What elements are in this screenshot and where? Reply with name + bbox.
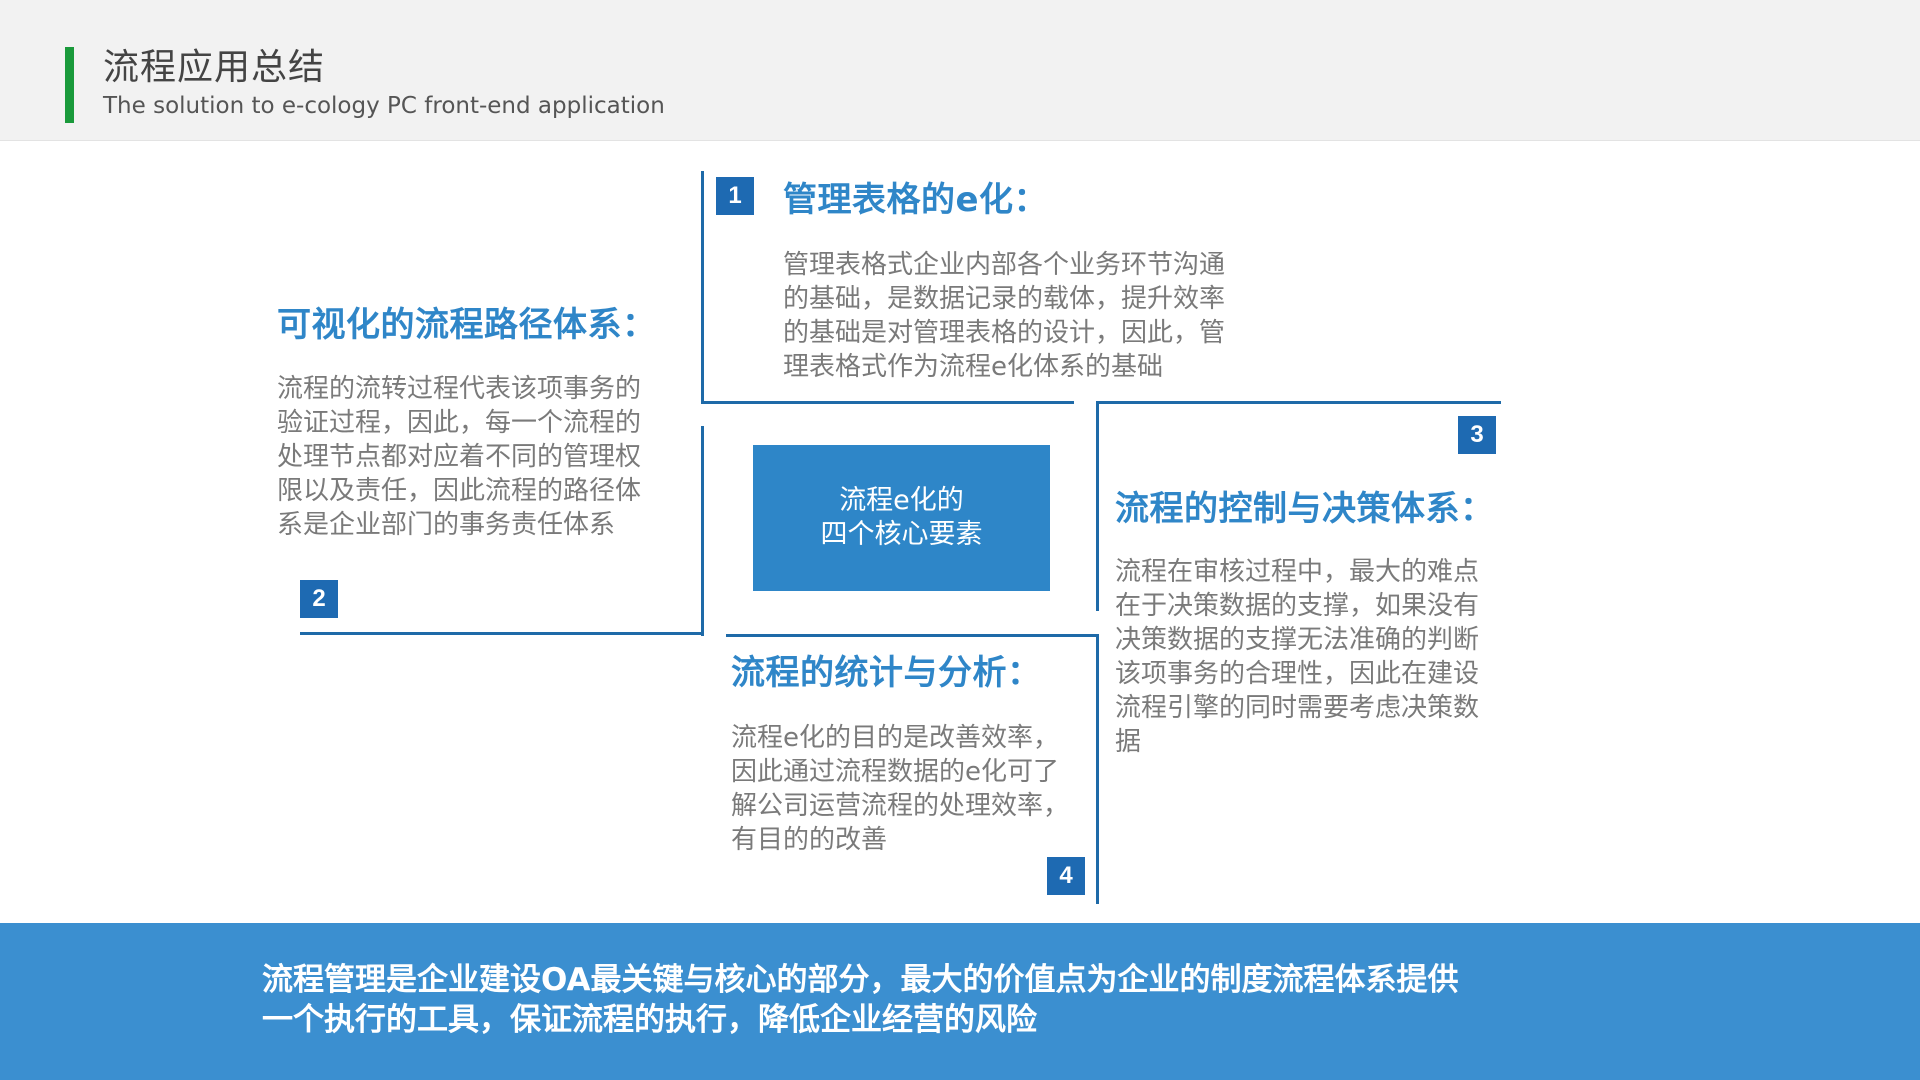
summary-line-2: 一个执行的工具，保证流程的执行，降低企业经营的风险 — [262, 1002, 1037, 1038]
divider-line-2-horizontal — [300, 632, 704, 635]
divider-line-2-vertical — [701, 426, 704, 636]
badge-3: 3 — [1458, 416, 1496, 454]
section-2-line: 处理节点都对应着不同的管理权 — [277, 442, 642, 472]
header-accent-bar — [65, 47, 74, 123]
section-2-line: 流程的流转过程代表该项事务的 — [277, 374, 642, 404]
section-3-body: 流程在审核过程中，最大的难点 在于决策数据的支撑，如果没有 决策数据的支撑无法准… — [1115, 555, 1479, 759]
badge-2: 2 — [300, 580, 338, 618]
header: 流程应用总结 The solution to e-cology PC front… — [0, 0, 1920, 141]
section-2-body: 流程的流转过程代表该项事务的 验证过程，因此，每一个流程的 处理节点都对应着不同… — [277, 372, 641, 542]
section-1-line: 的基础，是数据记录的载体，提升效率 — [783, 284, 1226, 314]
core-elements-box: 流程e化的 四个核心要素 — [753, 445, 1050, 591]
summary-banner: 流程管理是企业建设OA最关键与核心的部分，最大的价值点为企业的制度流程体系提供 … — [0, 923, 1920, 1080]
divider-line-3-vertical — [1096, 402, 1099, 611]
section-4-line: 流程e化的目的是改善效率， — [731, 723, 1059, 753]
section-2-line: 系是企业部门的事务责任体系 — [277, 510, 616, 540]
divider-line-4-vertical — [1096, 634, 1099, 904]
core-elements-line-2: 四个核心要素 — [820, 519, 983, 550]
divider-line-4-horizontal — [726, 634, 1099, 637]
divider-line-1-horizontal — [701, 401, 1074, 404]
section-4-line: 因此通过流程数据的e化可了 — [731, 757, 1059, 787]
page-title: 流程应用总结 — [103, 47, 326, 88]
section-2-title: 可视化的流程路径体系： — [277, 305, 657, 345]
section-1-title: 管理表格的e化： — [783, 180, 1049, 220]
core-elements-line-1: 流程e化的 — [839, 485, 964, 516]
section-2-line: 限以及责任，因此流程的路径体 — [277, 476, 642, 506]
section-3-line: 流程在审核过程中，最大的难点 — [1115, 557, 1480, 587]
section-4-body: 流程e化的目的是改善效率， 因此通过流程数据的e化可了 解公司运营流程的处理效率… — [731, 721, 1069, 857]
section-3-line: 据 — [1115, 727, 1142, 757]
section-1-body: 管理表格式企业内部各个业务环节沟通 的基础，是数据记录的载体，提升效率 的基础是… — [783, 248, 1225, 384]
section-4-title: 流程的统计与分析： — [731, 653, 1042, 693]
section-3-line: 决策数据的支撑无法准确的判断 — [1115, 625, 1480, 655]
summary-line-1: 流程管理是企业建设OA最关键与核心的部分，最大的价值点为企业的制度流程体系提供 — [262, 962, 1459, 998]
summary-text: 流程管理是企业建设OA最关键与核心的部分，最大的价值点为企业的制度流程体系提供 … — [262, 960, 1562, 1040]
section-4-line: 解公司运营流程的处理效率， — [731, 791, 1070, 821]
divider-line-1-vertical — [701, 171, 704, 404]
section-3-line: 流程引擎的同时需要考虑决策数 — [1115, 693, 1480, 723]
section-3-line: 在于决策数据的支撑，如果没有 — [1115, 591, 1480, 621]
section-3-line: 该项事务的合理性，因此在建设 — [1115, 659, 1480, 689]
badge-4: 4 — [1047, 857, 1085, 895]
page-subtitle: The solution to e-cology PC front-end ap… — [103, 93, 665, 119]
section-1-line: 理表格式作为流程e化体系的基础 — [783, 352, 1163, 382]
section-1-line: 的基础是对管理表格的设计，因此，管 — [783, 318, 1226, 348]
divider-line-3-horizontal — [1096, 401, 1501, 404]
section-1-line: 管理表格式企业内部各个业务环节沟通 — [783, 250, 1226, 280]
section-3-title: 流程的控制与决策体系： — [1115, 489, 1495, 529]
section-4-line: 有目的的改善 — [731, 825, 888, 855]
badge-1: 1 — [716, 177, 754, 215]
section-2-line: 验证过程，因此，每一个流程的 — [277, 408, 642, 438]
